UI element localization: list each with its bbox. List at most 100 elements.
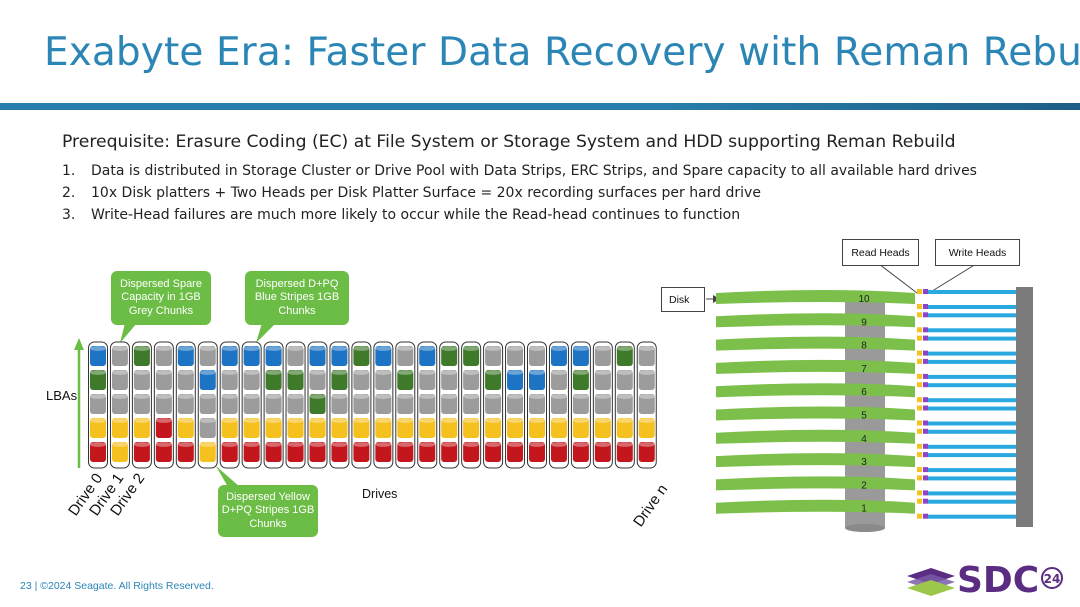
drive-chunk-cap [309,442,326,447]
drive-chunk-cap [638,442,655,447]
drive-chunk-cap [331,442,348,447]
drive-chunk [529,394,545,414]
drive-chunk [133,418,150,438]
drive-chunk [550,394,567,414]
write-head [923,382,928,388]
drive-chunk-cap [419,346,436,351]
drive-chunk [111,394,128,414]
head-arm-upper [928,336,1016,341]
drive-chunk [111,442,128,462]
head-arm-lower [928,305,1016,309]
drive-chunk [265,370,282,390]
platter: 6 [716,382,1016,403]
drive-chunk-cap [419,418,436,423]
drive-chunk-cap [507,370,524,375]
drive-chunk-cap [265,442,282,447]
drive-column [219,341,240,469]
drive-chunk-cap [309,418,326,423]
drive-chunk [550,442,567,462]
drive-chunk [199,442,216,462]
drive-chunk [507,370,524,390]
drive-chunk-cap [353,394,370,399]
read-head [917,358,922,364]
platter: 9 [716,312,1016,333]
drive-chunk-cap [572,346,589,351]
drive-chunk [550,370,567,390]
drive-chunk [155,394,172,414]
drive-chunk-cap [133,394,150,399]
drive-chunk [375,418,392,438]
drive-chunk-cap [331,346,348,351]
drive-chunk [287,394,304,414]
drives-axis-label: Drives [362,487,398,501]
drive-chunk [419,370,436,390]
drive-column [395,341,416,469]
drive-column [592,341,613,469]
drive-chunk [594,418,611,438]
drive-chunk [550,418,567,438]
platter: 2 [716,475,1016,496]
platter-disk [716,336,915,351]
read-heads-label: Read Heads [842,239,919,266]
drive-chunk-cap [353,418,370,423]
drive-chunk-cap [243,370,260,375]
drive-column [417,341,438,469]
write-head [923,428,928,434]
drive-chunk [221,418,238,438]
head-arm-lower [928,491,1016,496]
sdc-logo-text: SDC [957,560,1039,601]
platter-number: 1 [861,504,867,515]
read-head [917,304,922,309]
head-arm-lower [928,421,1016,426]
drive-chunk-cap [155,346,172,351]
drive-chunk-cap [441,370,458,375]
drive-chunk-cap [331,418,348,423]
drive-chunk-cap [133,370,150,375]
write-head [923,327,928,333]
drive-chunk-cap [594,394,611,399]
drive-chunk [177,442,194,462]
platter-disk [716,290,915,304]
drive-chunk [463,394,480,414]
drive-chunk-cap [221,442,238,447]
read-head [917,452,922,458]
drive-chunk-cap [441,346,458,351]
drive-chunk [155,418,172,438]
drive-chunk [441,442,458,462]
callout-blue-stripes: Dispersed D+PQ Blue Stripes 1GB Chunks [245,271,349,325]
list-item-number: 1. [62,163,76,179]
platter-number: 2 [861,480,867,491]
drive-column [197,341,218,469]
list-item-text: Write-Head failures are much more likely… [91,207,741,223]
drive-chunk-cap [441,394,458,399]
platter-number: 5 [861,411,867,422]
drive-chunk-cap [507,442,524,447]
drive-chunk [572,418,589,438]
drive-chunk [638,346,655,366]
drive-chunk [199,346,216,366]
disk-label: Disk [661,287,705,312]
write-head [923,475,928,481]
drive-chunk-cap [463,442,480,447]
drive-chunk [397,346,414,366]
read-head [917,428,922,434]
drive-chunk [243,394,260,414]
drive-chunk-cap [265,370,282,375]
drive-chunk-cap [155,418,172,423]
drive-chunk-cap [90,346,106,351]
sdc-logo-mark: SDC 24 [907,560,1063,601]
drive-chunk [397,370,414,390]
write-heads-label: Write Heads [935,239,1020,266]
drive-chunk [353,346,370,366]
drive-column [373,341,394,469]
drive-chunk-cap [199,442,216,447]
drive-chunk [309,442,326,462]
drive-chunk [594,394,611,414]
drive-chunk-cap [375,346,392,351]
drive-chunk-cap [638,346,655,351]
write-head [923,350,928,356]
write-head [923,312,928,318]
drive-chunk-cap [572,370,589,375]
list-item-text: 10x Disk platters + Two Heads per Disk P… [91,185,761,201]
